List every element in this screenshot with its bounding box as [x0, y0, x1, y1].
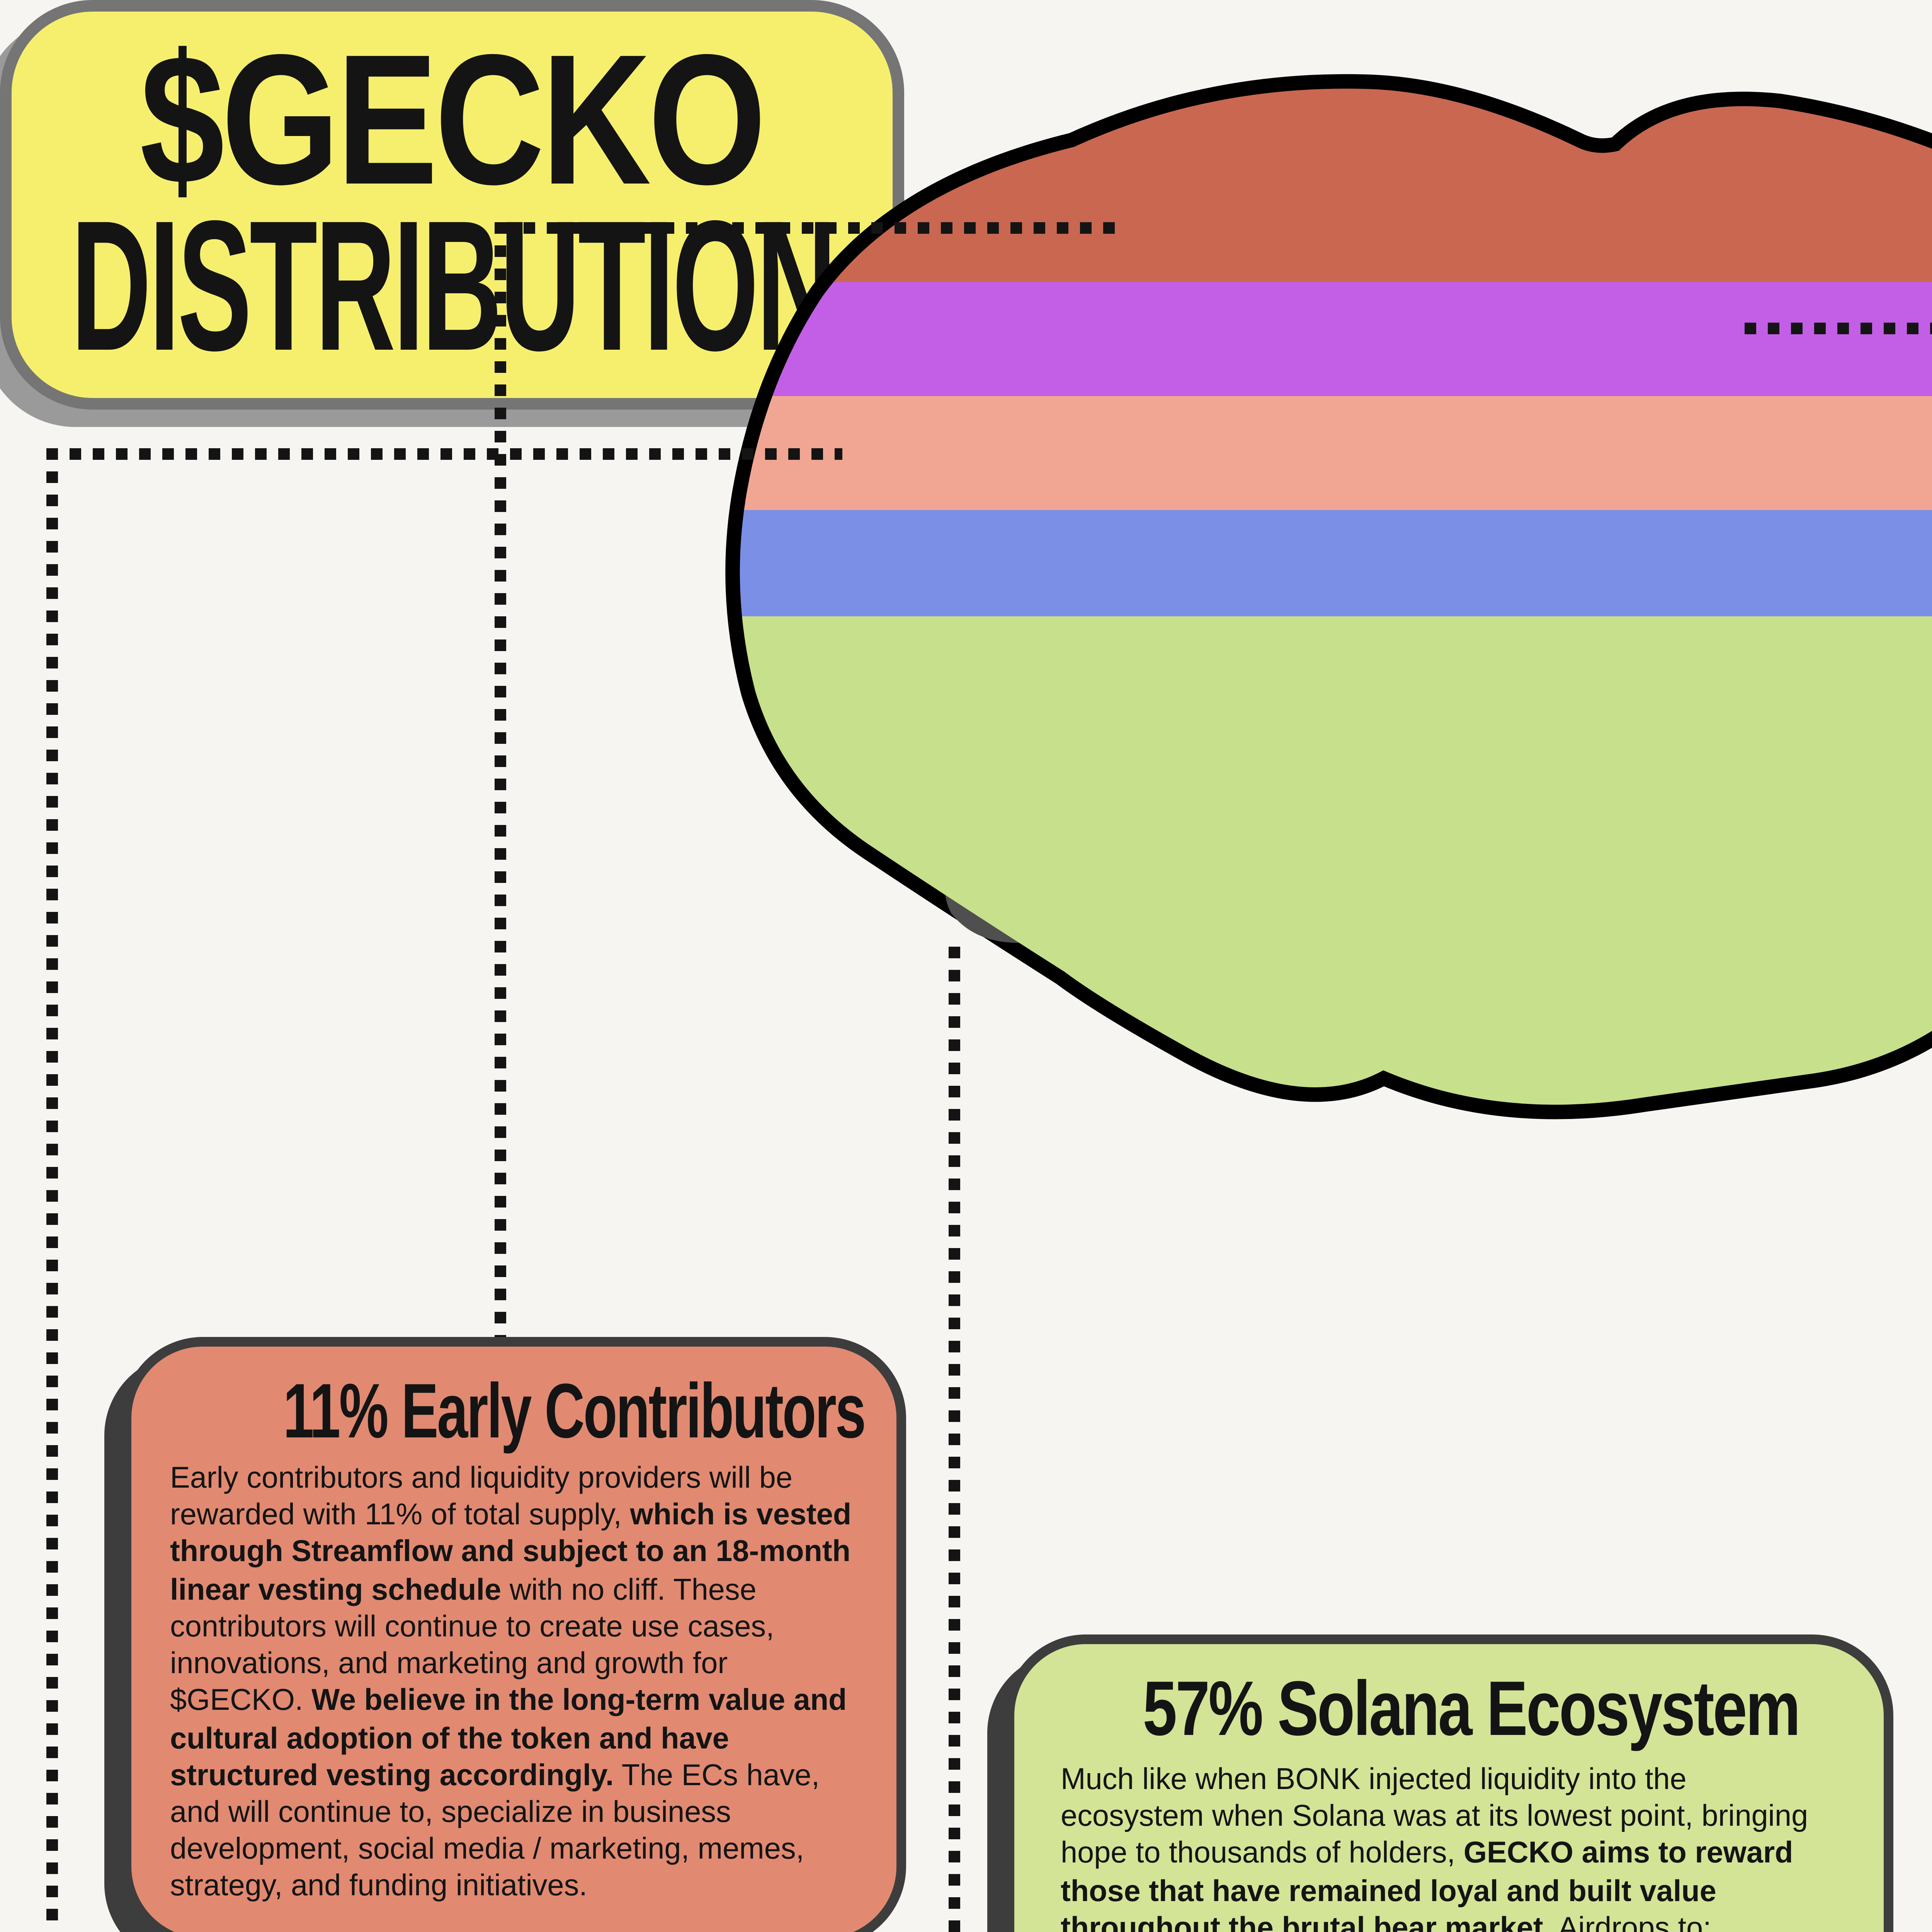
stripe-grants — [740, 510, 1932, 616]
stripe-partnerships-marketing — [740, 282, 1932, 396]
allocation-card-solana-ecosystem: 57% Solana Ecosystem Much like when BONK… — [1005, 1634, 1893, 1932]
card-title-solana-ecosystem: 57% Solana Ecosystem — [1143, 1667, 1801, 1752]
allocation-card-early-contributors: 11% Early Contributors Early contributor… — [122, 1337, 906, 1932]
connector-early-horizontal — [500, 222, 1124, 234]
card-title-early-contributors: 11% Early Contributors — [283, 1370, 866, 1455]
card-body-ecosystem-intro: Much like when BONK injected liquidity i… — [1061, 1764, 1808, 1932]
card-body-early-contributors: Early contributors and liquidity provide… — [170, 1463, 852, 1904]
page-title-line1: $GECKO — [140, 17, 767, 224]
allocation-stripes — [740, 88, 1932, 1105]
connector-ecosystem-vertical — [949, 947, 960, 1932]
connector-liquidity-horizontal — [46, 448, 842, 460]
gecko-head-illustration — [668, 73, 1932, 1175]
connector-liquidity-vertical — [46, 448, 58, 1932]
connector-partnerships-horizontal — [1745, 323, 1932, 334]
stripe-liquidity-defi — [740, 396, 1932, 510]
connector-early-vertical — [495, 222, 506, 1337]
